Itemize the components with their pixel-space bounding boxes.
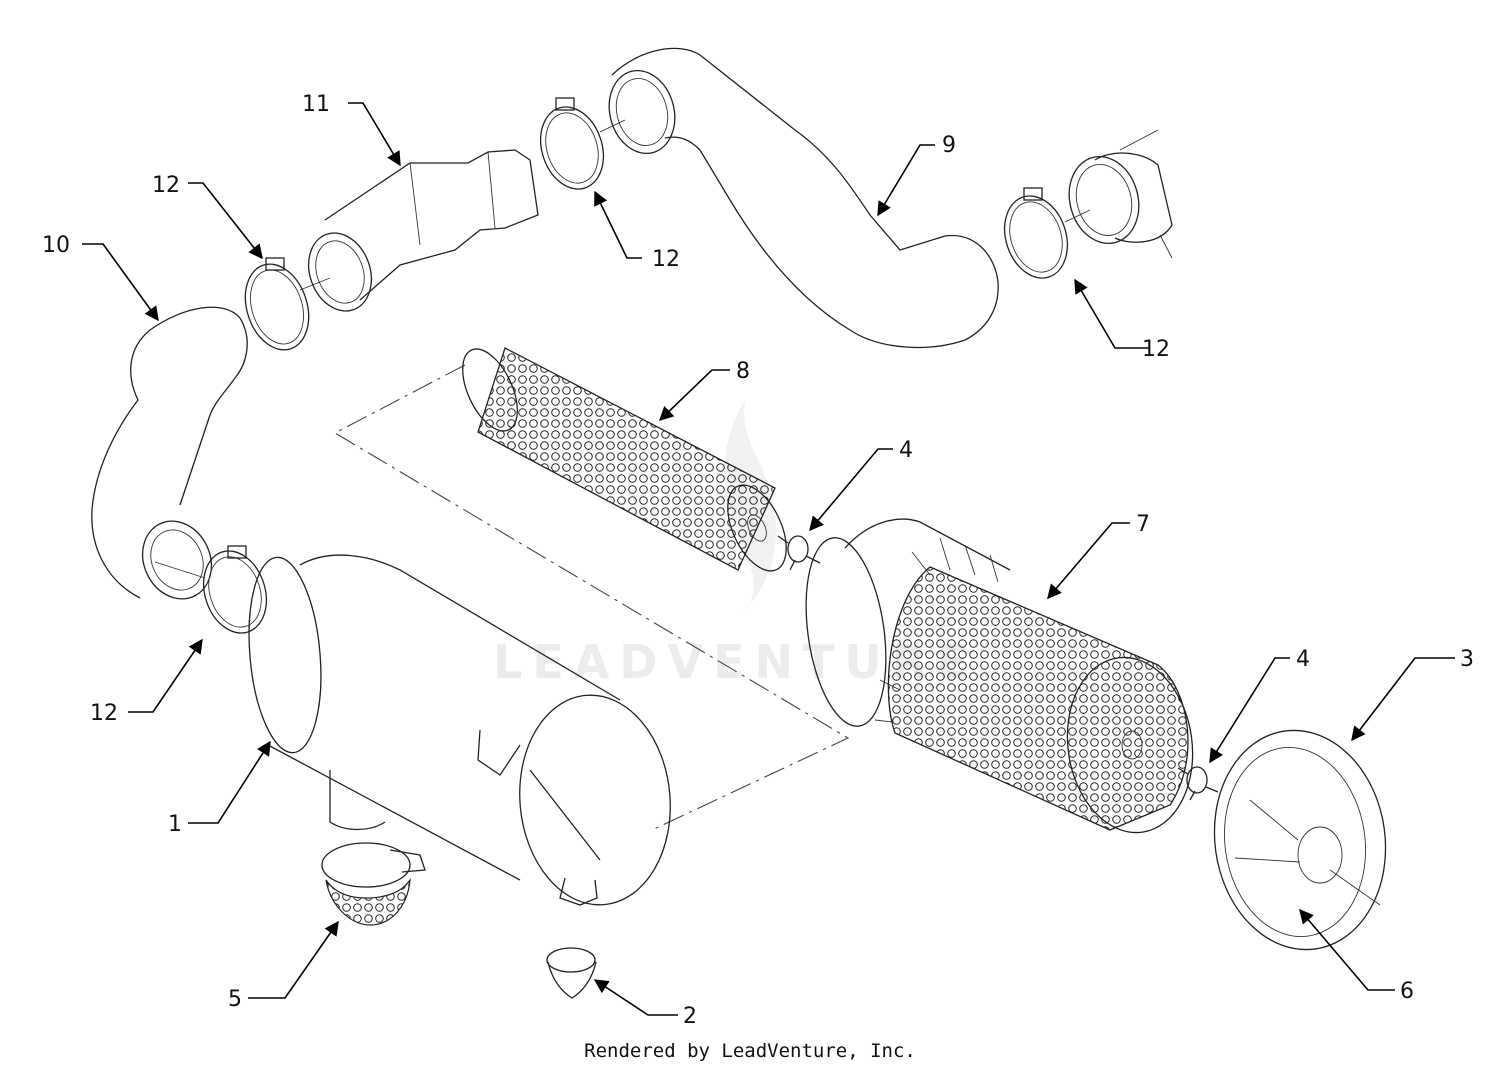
callout-11: 11: [302, 92, 330, 117]
callout-4-lower: 4: [1296, 647, 1310, 672]
rain-cap-5: [321, 842, 426, 926]
dust-valve-2: [546, 947, 597, 999]
hose-clamp-12-left: [244, 257, 310, 351]
air-cleaner-housing-1: [248, 554, 671, 906]
callout-12-lower-left: 12: [90, 701, 118, 726]
alignment-lines: [333, 364, 850, 831]
inner-filter-8: [462, 347, 787, 572]
callout-8: 8: [736, 359, 750, 384]
callout-1: 1: [168, 812, 182, 837]
callout-10: 10: [42, 233, 70, 258]
hose-fitting-right: [1068, 129, 1173, 259]
hose-clamp-12-top: [540, 97, 604, 190]
hose-clamp-12-bottom: [203, 545, 267, 634]
render-credit: Rendered by LeadVenture, Inc.: [584, 1040, 916, 1062]
adapter-11: [308, 149, 539, 312]
callout-12-right: 12: [1142, 337, 1170, 362]
callout-6: 6: [1400, 979, 1414, 1004]
hose-clamp-12-right: [1004, 187, 1068, 279]
callout-4-upper: 4: [899, 438, 913, 463]
hose-elbow-10: [91, 306, 248, 600]
leader-lines: [82, 102, 1455, 1016]
cover-3: [1213, 729, 1387, 951]
cover-element-6: [1234, 799, 1381, 906]
callout-7: 7: [1136, 512, 1150, 537]
callout-5: 5: [228, 987, 242, 1012]
callout-9: 9: [942, 133, 956, 158]
callout-2: 2: [683, 1004, 697, 1029]
callout-3: 3: [1460, 647, 1474, 672]
wing-nut-4a: [777, 535, 821, 571]
callout-12-upper-left: 12: [152, 173, 180, 198]
hose-long-9: [608, 47, 999, 349]
outer-filter-7: [805, 518, 1194, 834]
callout-labels: 11 12 10 12 9 12 8 4 7 4 3 6 12 1 5 2: [42, 92, 1474, 1029]
callout-12-top: 12: [652, 247, 680, 272]
